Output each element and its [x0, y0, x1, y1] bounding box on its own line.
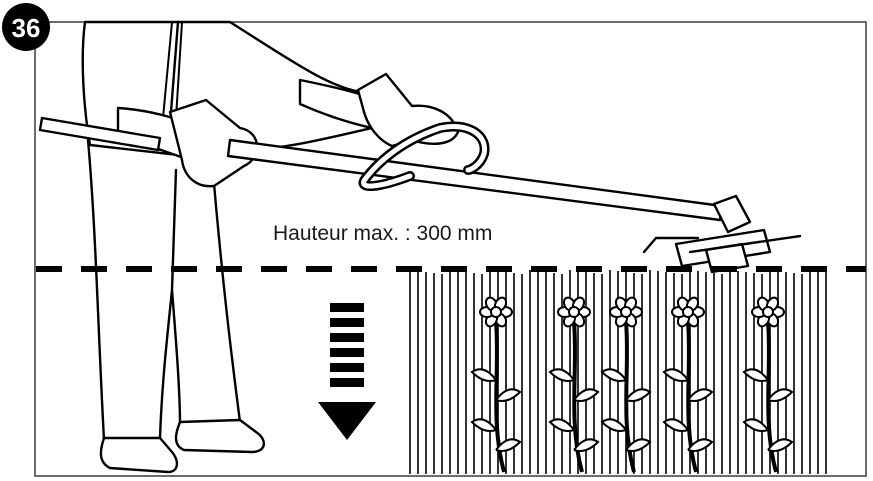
- operator-figure: [81, 20, 460, 474]
- flower-leaf: [573, 438, 600, 452]
- string-trimmer-icon: [38, 116, 802, 274]
- flower-leaf: [495, 438, 522, 452]
- step-badge: 36: [2, 3, 50, 51]
- trimmer-shaft: [226, 138, 724, 222]
- flower-leaf: [548, 368, 575, 382]
- flower: [662, 296, 714, 473]
- flower-leaf: [687, 388, 714, 402]
- flower-center: [490, 306, 502, 318]
- arrow-bar-1: [330, 303, 364, 312]
- flower-leaf: [767, 438, 794, 452]
- step-number: 36: [12, 13, 41, 43]
- flower-center: [762, 306, 774, 318]
- flower: [548, 296, 600, 473]
- trimmer-blade-edge: [642, 236, 700, 254]
- flower-leaf: [687, 438, 714, 452]
- step-badge-circle: [2, 3, 50, 51]
- arrow-bar-4: [330, 348, 364, 357]
- operator-left-shoe: [99, 436, 179, 474]
- flower-stem: [766, 321, 778, 473]
- flower-leaf: [470, 418, 497, 432]
- flower-stem: [494, 321, 506, 473]
- flower-leaf: [625, 438, 652, 452]
- trimmer-cutting-line: [688, 234, 802, 254]
- flower-leaf: [600, 418, 627, 432]
- flower-leaf: [625, 388, 652, 402]
- trimmer-gear-head: [712, 194, 752, 234]
- flower-leaf: [742, 368, 769, 382]
- flower-stem: [572, 321, 584, 473]
- arrow-bar-2: [330, 318, 364, 327]
- flower-leaf: [662, 368, 689, 382]
- flower: [742, 296, 794, 473]
- operator-left-glove: [168, 98, 259, 188]
- flower-center: [620, 306, 632, 318]
- flower-leaf: [767, 388, 794, 402]
- flower-center: [682, 306, 694, 318]
- flower-stem: [624, 321, 636, 473]
- flower: [470, 296, 522, 473]
- trimmer-loop-handle-inner: [361, 124, 488, 189]
- flower-leaf: [600, 368, 627, 382]
- flower: [600, 296, 652, 473]
- flower-stem: [686, 321, 698, 473]
- flower-leaf: [573, 388, 600, 402]
- height-label: Hauteur max. : 300 mm: [273, 222, 492, 245]
- downward-arrow-icon: [318, 303, 376, 440]
- flower-leaf: [662, 418, 689, 432]
- flower-leaf: [495, 388, 522, 402]
- flower-leaf: [470, 368, 497, 382]
- flower-center: [568, 306, 580, 318]
- flower-leaf: [548, 418, 575, 432]
- flower-icon: [470, 296, 794, 473]
- arrow-bar-3: [330, 333, 364, 342]
- operator-right-shoe: [174, 418, 265, 454]
- trimmer-shaft-rear: [38, 116, 162, 152]
- flower-leaf: [742, 418, 769, 432]
- arrow-bar-5: [330, 363, 364, 372]
- arrow-bar-6: [330, 378, 364, 387]
- arrow-head: [318, 402, 376, 440]
